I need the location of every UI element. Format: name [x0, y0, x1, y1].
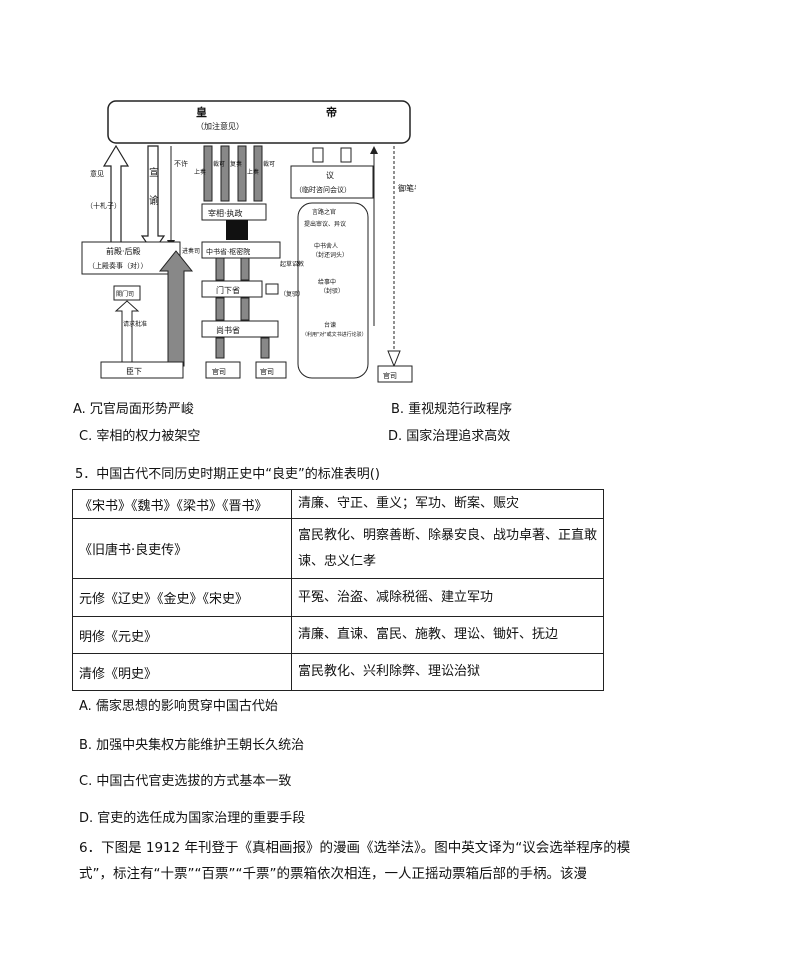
- jinzousi-label: 进奏司: [182, 247, 200, 255]
- zaixiang-label: 宰相·执政: [208, 208, 243, 218]
- annotate-label: （加注意见）: [196, 121, 244, 131]
- shangdian-label: （上殿奏事（对））: [88, 261, 148, 270]
- qingqiu-label: 请求批准: [123, 320, 147, 328]
- q6-line-1: 6．下图是 1912 年刊登于《真相画报》的漫画《选举法》。图中英文译为“议会选…: [79, 840, 631, 856]
- hemensi-label: 閤门司: [116, 290, 134, 298]
- tichu-label: 提出审议、异议: [304, 220, 346, 228]
- caike-2: 裁可: [263, 160, 275, 168]
- yubi-label: 御笔手诏: [398, 183, 416, 193]
- table-cell-book: 《宋书》《魏书》《梁书》《晋书》: [72, 489, 292, 519]
- liangli-standards-table: 《宋书》《魏书》《梁书》《晋书》 清廉、守正、重义；军功、断案、赈灾 《旧唐书·…: [72, 489, 604, 691]
- table-cell-standard: 清廉、守正、重义；军功、断案、赈灾: [291, 489, 604, 519]
- table-cell-standard: 平冤、治盗、减除税徭、建立军功: [291, 578, 604, 617]
- shangzou-1: 上奏: [194, 168, 206, 176]
- table-row: 清修《明史》 富民教化、兴利除弊、理讼治狱: [72, 653, 604, 691]
- table-cell-standard: 清廉、直谏、富民、施教、理讼、锄奸、抚边: [291, 616, 604, 654]
- song-administrative-process-diagram: 皇 帝 （加注意见） 意见 （十札子） 宣 谕 不许 上奏 裁可 复奏 上奏 裁…: [81, 100, 416, 383]
- emperor-char-1: 皇: [196, 105, 207, 119]
- yanlu-label: 言路之官: [312, 208, 336, 216]
- xuan-label: 宣: [149, 166, 159, 179]
- q5-option-c[interactable]: C. 中国古代官吏选拔的方式基本一致: [79, 774, 292, 789]
- ten-zazi-label: （十札子）: [86, 201, 121, 210]
- taijian-note: （利用"对"或文书进行论驳）: [302, 331, 367, 338]
- q5-stem: 5．中国古代不同历史时期正史中“良吏”的标准表明(): [75, 467, 380, 482]
- menxia-label: 门下省: [216, 285, 240, 295]
- table-cell-book: 清修《明史》: [72, 653, 292, 691]
- table-row: 元修《辽史》《金史》《宋史》 平冤、治盗、减除税徭、建立军功: [72, 578, 604, 617]
- table-cell-standard: 富民教化、兴利除弊、理讼治狱: [291, 653, 604, 691]
- emperor-char-2: 帝: [326, 105, 337, 119]
- shangzou-2: 上奏: [247, 168, 259, 176]
- taijian: 台谏: [324, 321, 336, 329]
- guansi-3: 官司: [383, 371, 397, 380]
- fengbo: （封驳）: [320, 287, 344, 295]
- q5-option-a[interactable]: A. 儒家思想的影响贯穿中国古代始: [79, 699, 278, 714]
- guansi-2: 官司: [260, 367, 274, 376]
- q4-option-a[interactable]: A. 冗官局面形势严峻: [73, 402, 194, 417]
- fuzou: 复奏: [230, 160, 242, 168]
- yu-label: 谕: [149, 194, 159, 207]
- advice-label: 意见: [90, 169, 104, 178]
- qicao-label: 起草诏敕: [280, 260, 304, 268]
- q4-option-d[interactable]: D. 国家治理追求高效: [388, 429, 511, 444]
- table-row: 《宋书》《魏书》《梁书》《晋书》 清廉、守正、重义；军功、断案、赈灾: [72, 489, 604, 519]
- zhongshu-sheren: 中书舍人: [314, 242, 338, 250]
- chenxia-label: 臣下: [126, 367, 142, 376]
- yi-label: 议: [326, 171, 334, 180]
- fubo-label: （复驳）: [280, 290, 304, 298]
- guansi-1: 官司: [212, 367, 226, 376]
- table-row: 《旧唐书·良吏传》 富民教化、明察善断、除暴安良、战功卓著、正直敢谏、忠义仁孝: [72, 518, 604, 579]
- jishizhong: 给事中: [318, 278, 336, 286]
- q4-option-c[interactable]: C. 宰相的权力被架空: [79, 429, 201, 444]
- q4-option-b[interactable]: B. 重视规范行政程序: [391, 402, 513, 417]
- qiandian-label: 前殿·后殿: [106, 246, 141, 256]
- fenghuan: （封还词头）: [312, 251, 348, 259]
- q5-option-b[interactable]: B. 加强中央集权方能维护王朝长久统治: [79, 738, 305, 753]
- q5-option-d[interactable]: D. 官吏的选任成为国家治理的重要手段: [79, 811, 306, 826]
- table-cell-book: 明修《元史》: [72, 616, 292, 654]
- table-row: 明修《元史》 清廉、直谏、富民、施教、理讼、锄奸、抚边: [72, 616, 604, 654]
- table-cell-standard: 富民教化、明察善断、除暴安良、战功卓著、正直敢谏、忠义仁孝: [291, 518, 604, 579]
- table-cell-book: 元修《辽史》《金史》《宋史》: [72, 578, 292, 617]
- q6-line-2: 式”，标注有“十票”“百票”“千票”的票箱依次相连，一人正摇动票箱后部的手柄。该…: [79, 866, 587, 882]
- buxu-label: 不许: [174, 159, 188, 168]
- table-cell-book: 《旧唐书·良吏传》: [72, 518, 292, 579]
- zhongshu-shumi-label: 中书省·枢密院: [206, 247, 250, 256]
- shangshu-label: 尚书省: [216, 325, 240, 335]
- linshi-label: （临时咨问会议）: [295, 185, 351, 194]
- caike-1: 裁可: [213, 160, 225, 168]
